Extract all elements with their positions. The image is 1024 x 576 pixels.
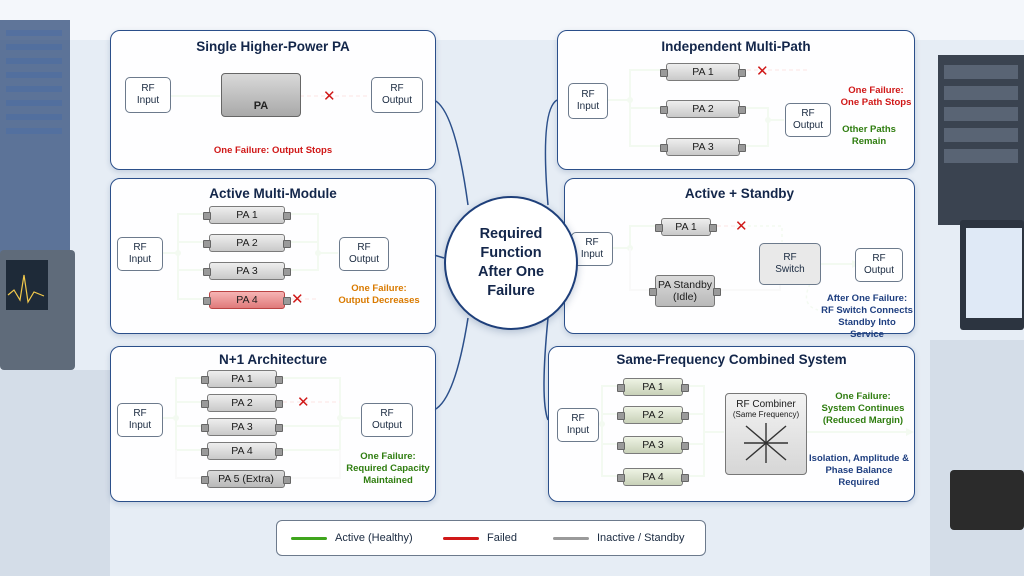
- pa-2: PA 2: [617, 406, 689, 424]
- panel-n-plus-1-architecture: N+1 Architecture RF Input PA 1 PA 2 PA 3…: [110, 346, 436, 502]
- rf-switch-box: RF Switch: [759, 243, 821, 285]
- legend-swatch-failed: [443, 536, 479, 540]
- panel-title: Active Multi-Module: [209, 186, 337, 201]
- switchover-note: After One Failure: RF Switch Connects St…: [821, 293, 913, 340]
- pa-2: PA 2: [201, 394, 283, 412]
- pa-3: PA 3: [203, 262, 291, 280]
- legend-item-failed: Failed: [443, 521, 517, 555]
- combiner-label: RF Combiner: [736, 399, 796, 410]
- pa-2: PA 2: [203, 234, 291, 252]
- pa-1: PA 1: [655, 218, 717, 236]
- failure-x-icon: ✕: [297, 394, 310, 411]
- rf-output-box: RF Output: [371, 77, 423, 113]
- pa-3: PA 3: [201, 418, 283, 436]
- pa-amplifier: PA: [221, 73, 301, 117]
- combiner-arrows-icon: [744, 423, 788, 463]
- panel-title: Single Higher-Power PA: [196, 39, 350, 54]
- remaining-note: Other Paths Remain: [842, 124, 896, 147]
- capacity-note: One Failure: Required Capacity Maintaine…: [346, 451, 430, 486]
- pa-4: PA 4: [617, 468, 689, 486]
- panel-active-plus-standby: Active + Standby RF Input PA 1 ✕ PA Stan…: [564, 178, 915, 340]
- pa-4: PA 4: [201, 442, 283, 460]
- pa-1: PA 1: [203, 206, 291, 224]
- failure-note: One Failure: Output Stops: [213, 145, 333, 156]
- pa-1: PA 1: [660, 63, 746, 81]
- legend-label-failed: Failed: [487, 532, 517, 544]
- legend-item-inactive: Inactive / Standby: [553, 521, 684, 555]
- rf-output-box: RF Output: [339, 237, 389, 271]
- rf-input-box: RF Input: [117, 403, 163, 437]
- pa-1: PA 1: [617, 378, 689, 396]
- pa-5-extra: PA 5 (Extra): [201, 470, 291, 488]
- panel-independent-multi-path: Independent Multi-Path RF Input PA 1 PA …: [557, 30, 915, 170]
- pa-1: PA 1: [201, 370, 283, 388]
- required-function-center: Required Function After One Failure: [444, 196, 578, 330]
- rf-output-box: RF Output: [785, 103, 831, 137]
- panel-title: Same-Frequency Combined System: [616, 352, 847, 367]
- rf-input-box: RF Input: [557, 408, 599, 442]
- pa-3: PA 3: [617, 436, 689, 454]
- legend-item-active: Active (Healthy): [291, 521, 413, 555]
- legend-label-inactive: Inactive / Standby: [597, 532, 685, 544]
- failure-note: One Failure: System Continues (Reduced M…: [821, 391, 905, 426]
- failure-x-icon: ✕: [291, 291, 304, 308]
- rf-output-box: RF Output: [855, 248, 903, 282]
- legend-swatch-inactive: [553, 536, 589, 540]
- panel-same-frequency-combined: Same-Frequency Combined System RF Input …: [548, 346, 915, 502]
- pa-standby-idle: PA Standby (Idle): [649, 275, 721, 307]
- failure-x-icon: ✕: [735, 218, 748, 235]
- combiner-sublabel: (Same Frequency): [732, 410, 800, 419]
- panel-single-higher-power-pa: Single Higher-Power PA RF Input PA ✕ RF …: [110, 30, 436, 170]
- pa-2: PA 2: [660, 100, 746, 118]
- legend: Active (Healthy) Failed Inactive / Stand…: [276, 520, 706, 556]
- failure-x-icon: ✕: [756, 63, 769, 80]
- pa-4-failed: PA 4: [203, 291, 291, 309]
- panel-active-multi-module: Active Multi-Module RF Input PA 1 PA 2 P…: [110, 178, 436, 334]
- failure-note: One Failure: Output Decreases: [338, 283, 420, 306]
- panel-title: N+1 Architecture: [219, 352, 327, 367]
- rf-output-box: RF Output: [361, 403, 413, 437]
- requirement-note: Isolation, Amplitude & Phase Balance Req…: [809, 453, 909, 488]
- legend-label-active: Active (Healthy): [335, 532, 413, 544]
- failure-x-icon: ✕: [323, 88, 336, 105]
- legend-swatch-active: [291, 536, 327, 540]
- rf-input-box: RF Input: [125, 77, 171, 113]
- pa-3: PA 3: [660, 138, 746, 156]
- panel-title: Active + Standby: [684, 186, 795, 201]
- rf-input-box: RF Input: [117, 237, 163, 271]
- rf-input-box: RF Input: [568, 83, 608, 119]
- rf-combiner-box: RF Combiner (Same Frequency): [725, 393, 807, 475]
- panel-title: Independent Multi-Path: [661, 39, 811, 54]
- failure-note: One Failure: One Path Stops: [840, 85, 912, 108]
